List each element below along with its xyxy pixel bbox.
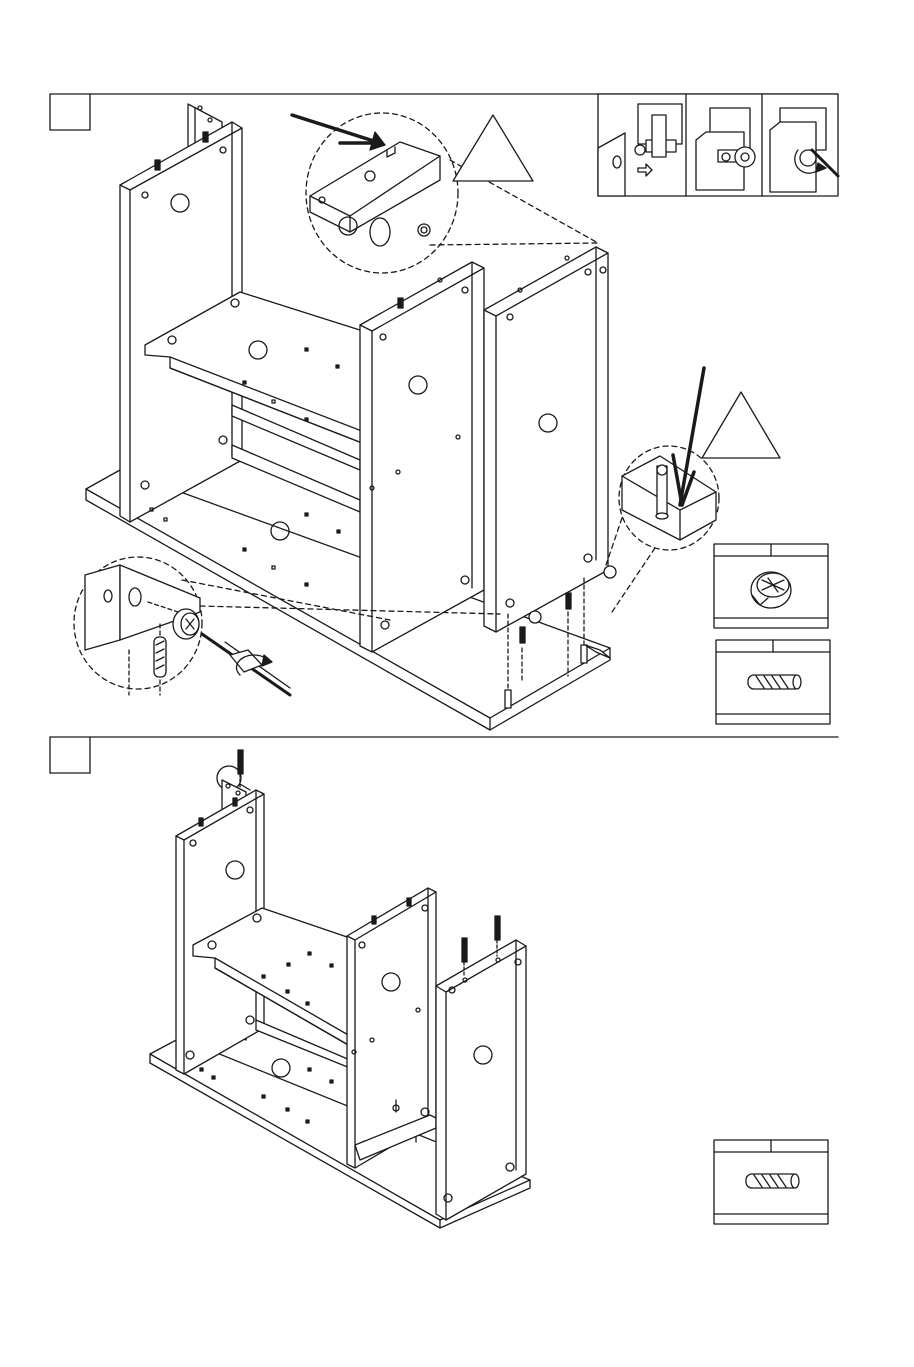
middle-divider-panel (360, 262, 484, 652)
cam-lock-icon (173, 609, 199, 639)
wood-dowel-icon (748, 675, 801, 689)
zoom-circle-top (306, 113, 598, 273)
hardware-box-dowel-1 (716, 640, 830, 724)
right-side-panel (436, 940, 526, 1220)
cam-lock-icon (751, 572, 791, 608)
hardware-box-dowel-2 (714, 1140, 828, 1224)
step-2-cabinet (150, 750, 530, 1228)
wood-dowel-icon (746, 1174, 799, 1188)
warning-triangle-right (702, 392, 780, 458)
wood-dowel-icon (154, 637, 166, 677)
screwdriver-icon (202, 634, 290, 695)
zoom-circle-right (606, 368, 719, 612)
warning-triangle-top (453, 115, 533, 181)
arrow-pointer-top (292, 115, 385, 150)
cam-lock-instructions-inset (598, 94, 838, 196)
hardware-box-cam-lock (714, 544, 828, 628)
step-2-frame (50, 737, 838, 773)
right-side-panel (484, 247, 608, 632)
